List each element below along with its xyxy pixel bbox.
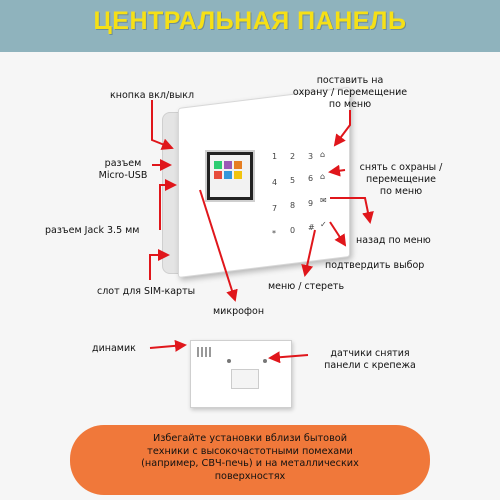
arrow-menu <box>301 229 316 277</box>
arrow-confirm <box>329 221 347 247</box>
label-confirm: подтвердить выбор <box>325 260 425 271</box>
arrow-arm <box>333 110 351 147</box>
label-sim: слот для SIM-карты <box>97 286 196 297</box>
key-9[interactable]: 9 <box>308 199 314 208</box>
key-arm[interactable]: ⌂ <box>320 150 326 159</box>
key-4[interactable]: 4 <box>272 178 278 187</box>
label-arm-line1: поставить на <box>316 75 384 86</box>
warning-line4: поверхностях <box>214 470 286 482</box>
label-tamper-line1: датчики снятия <box>330 348 410 359</box>
warning-line3: (например, СВЧ-печь) и на металлических <box>141 458 359 469</box>
key-6[interactable]: 6 <box>308 174 314 183</box>
key-back[interactable]: ✉ <box>320 196 327 205</box>
panel-back-view <box>190 340 292 408</box>
label-disarm-line2: перемещение <box>366 174 436 185</box>
label-arm: поставить на охрану / перемещение по мен… <box>290 75 410 111</box>
key-hash[interactable]: # <box>308 223 315 232</box>
label-jack: разъем Jack 3.5 мм <box>45 225 140 236</box>
key-disarm[interactable]: ⌂ <box>320 172 326 181</box>
header-banner <box>0 0 500 52</box>
key-2[interactable]: 2 <box>290 152 296 161</box>
screen-app-icon <box>234 171 242 179</box>
label-arm-line3: по меню <box>328 99 372 110</box>
arrow-power <box>151 100 174 150</box>
key-0[interactable]: 0 <box>290 226 296 235</box>
page-title: ЦЕНТРАЛЬНАЯ ПАНЕЛЬ <box>93 7 407 35</box>
arrow-speaker <box>149 339 187 352</box>
key-7[interactable]: 7 <box>272 204 278 213</box>
label-back: назад по меню <box>356 235 431 246</box>
label-disarm: снять с охраны / перемещение по меню <box>345 162 457 198</box>
label-menu: меню / стереть <box>268 281 345 292</box>
label-disarm-line3: по меню <box>379 186 423 197</box>
label-tamper-line2: панели с крепежа <box>324 360 416 371</box>
screen-app-icon <box>214 161 222 169</box>
key-5[interactable]: 5 <box>290 176 296 185</box>
warning-text: Избегайте установки вблизи бытовой техни… <box>70 433 430 483</box>
key-3[interactable]: 3 <box>308 152 314 161</box>
arrow-mic <box>199 189 238 302</box>
screen-app-icon <box>234 161 242 169</box>
mount-screw <box>263 359 267 363</box>
label-power-button: кнопка вкл/выкл <box>110 90 195 101</box>
label-microphone: микрофон <box>213 306 265 317</box>
key-confirm[interactable]: ✓ <box>320 220 327 229</box>
arrow-back <box>330 197 374 224</box>
label-usb-line2: Micro-USB <box>98 170 148 181</box>
key-8[interactable]: 8 <box>290 201 296 210</box>
speaker-grille <box>197 347 213 357</box>
screen-app-icon <box>224 161 232 169</box>
screen-app-icon <box>214 171 222 179</box>
warning-line1: Избегайте установки вблизи бытовой <box>153 433 347 444</box>
warning-line2: техники с высокочастотными помехами <box>147 445 353 457</box>
arrow-tamper <box>268 351 309 364</box>
screen-display <box>210 155 250 197</box>
label-usb-line1: разъем <box>104 158 142 169</box>
key-1[interactable]: 1 <box>272 152 278 161</box>
label-usb: разъем Micro-USB <box>88 158 158 182</box>
screen-app-icon <box>224 171 232 179</box>
key-star[interactable]: * <box>272 229 276 238</box>
arrow-disarm <box>328 164 346 177</box>
label-arm-line2: охрану / перемещение <box>292 87 408 98</box>
battery-cover <box>231 369 259 389</box>
mount-screw <box>227 359 231 363</box>
panel-screen <box>205 150 255 202</box>
arrow-sim <box>149 249 170 280</box>
label-speaker: динамик <box>92 343 136 354</box>
warning-banner: Избегайте установки вблизи бытовой техни… <box>70 425 430 495</box>
label-disarm-line1: снять с охраны / <box>359 162 443 173</box>
arrow-jack <box>159 179 177 230</box>
label-tamper: датчики снятия панели с крепежа <box>310 348 430 372</box>
